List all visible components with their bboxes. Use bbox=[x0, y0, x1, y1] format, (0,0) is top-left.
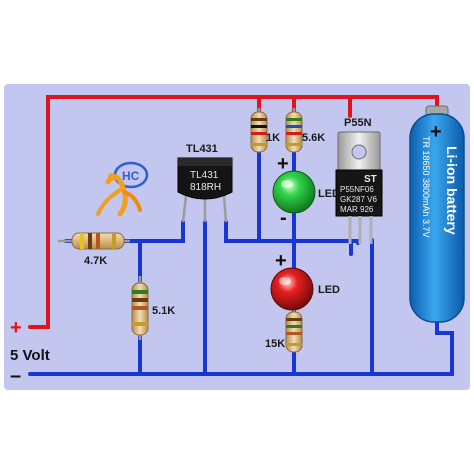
mosfet-marking-line2: GK287 V6 bbox=[340, 195, 377, 204]
led-red-plus: + bbox=[275, 250, 287, 272]
tl431-marking-line1: TL431 bbox=[190, 170, 219, 181]
resistor-5-1k bbox=[131, 276, 149, 340]
supply-voltage-label: 5 Volt bbox=[10, 347, 50, 364]
led-green-minus: - bbox=[280, 207, 287, 229]
battery-spec: TR 18650 3800mAh 3.7V bbox=[421, 136, 431, 238]
resistor-label-15k: 15K bbox=[265, 338, 285, 350]
battery-title: Li-ion battery bbox=[444, 146, 460, 235]
mosfet-marking-line1: P55NF06 bbox=[340, 185, 374, 194]
led-red-label: LED bbox=[318, 284, 340, 296]
hc-logo-icon bbox=[96, 161, 149, 217]
supply-plus: + bbox=[10, 317, 22, 339]
negative-wire bbox=[28, 146, 454, 376]
battery-plus: + bbox=[430, 121, 442, 143]
led-green-label: LED bbox=[318, 188, 340, 200]
tl431-regulator bbox=[177, 157, 233, 223]
logo-text: HC bbox=[122, 169, 140, 183]
resistor-1k bbox=[250, 108, 268, 153]
tl431-marking-line2: 818RH bbox=[190, 182, 221, 193]
mosfet-label: P55N bbox=[344, 117, 372, 129]
led-red bbox=[270, 267, 314, 311]
resistor-4-7k bbox=[58, 232, 130, 250]
led-green-plus: + bbox=[277, 153, 289, 175]
resistor-15k bbox=[285, 308, 303, 353]
tl431-label: TL431 bbox=[186, 143, 218, 155]
resistor-label-1k: 1K bbox=[266, 132, 280, 144]
li-ion-battery bbox=[409, 105, 465, 323]
svg-text:ST: ST bbox=[364, 174, 377, 185]
resistor-label-5-1k: 5.1K bbox=[152, 305, 175, 317]
mosfet-p55n: ST bbox=[335, 131, 383, 244]
led-green bbox=[272, 170, 316, 214]
mosfet-marking-line3: MAR 926 bbox=[340, 205, 374, 214]
resistor-label-5-6k: 5.6K bbox=[302, 132, 325, 144]
resistor-5-6k bbox=[285, 108, 303, 153]
supply-minus: – bbox=[10, 365, 21, 387]
resistor-label-4-7k: 4.7K bbox=[84, 255, 107, 267]
